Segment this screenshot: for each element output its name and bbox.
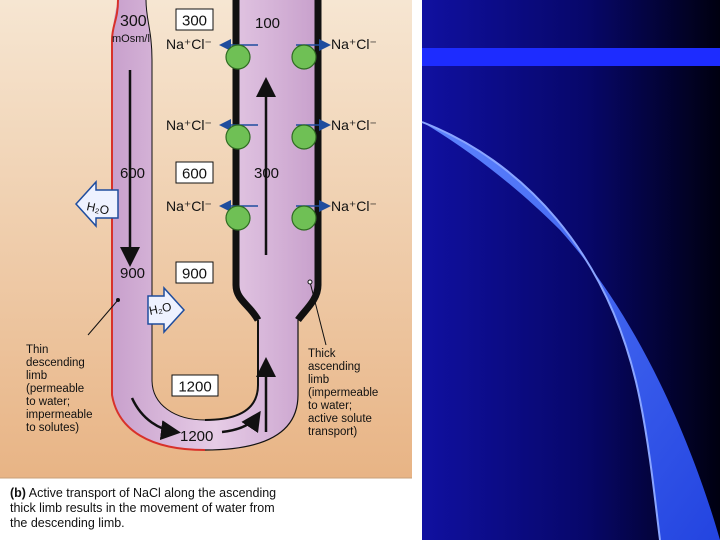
descending-label-900: 900 xyxy=(120,265,145,282)
nacl-label: Na⁺Cl⁻ xyxy=(331,117,377,133)
box-label-300: 300 xyxy=(182,13,207,30)
svg-text:limb: limb xyxy=(308,374,329,386)
caption-line: thick limb results in the movement of wa… xyxy=(10,501,275,515)
water-arrow-upper xyxy=(74,180,119,228)
loop-flow-arrow-left xyxy=(130,397,181,441)
pump-circle xyxy=(225,124,251,150)
nacl-label: Na⁺Cl⁻ xyxy=(166,198,212,214)
nacl-label: Na⁺Cl⁻ xyxy=(166,117,212,133)
box-label-900: 900 xyxy=(182,266,207,283)
svg-text:to water;: to water; xyxy=(26,396,70,408)
water-label-upper: H₂O xyxy=(85,199,110,217)
pump-circle xyxy=(291,44,317,70)
units-label: mOsm/l xyxy=(112,33,150,45)
osm-box-600 xyxy=(175,161,214,184)
slide-sweep-edge xyxy=(421,121,661,540)
svg-text:ascending: ascending xyxy=(308,361,360,373)
cortex-osm-label: 300 xyxy=(120,13,147,30)
caption-line: Active transport of NaCl along the ascen… xyxy=(28,486,277,500)
bottom-label-1200: 1200 xyxy=(180,428,213,445)
caption-area xyxy=(0,478,412,540)
svg-text:transport): transport) xyxy=(308,426,357,438)
osm-box-1200 xyxy=(171,374,219,397)
ascending-wall-outer xyxy=(295,0,322,323)
svg-text:limb: limb xyxy=(26,370,47,382)
svg-text:to water;: to water; xyxy=(308,400,352,412)
pump-circle xyxy=(291,205,317,231)
osm-box-900 xyxy=(175,261,214,284)
pumps xyxy=(219,39,331,231)
caption-tag: (b) xyxy=(10,486,26,500)
nacl-label: Na⁺Cl⁻ xyxy=(331,198,377,214)
thin-limb-pointer xyxy=(87,299,119,336)
box-label-600: 600 xyxy=(182,166,207,183)
figure-background xyxy=(0,0,412,478)
pump-circle xyxy=(291,124,317,150)
svg-text:(permeable: (permeable xyxy=(26,383,84,395)
figure-caption: (b) Active transport of NaCl along the a… xyxy=(10,486,310,531)
nacl-label: Na⁺Cl⁻ xyxy=(331,36,377,52)
water-label-lower: H₂O xyxy=(148,300,173,318)
svg-text:to solutes): to solutes) xyxy=(26,422,79,434)
box-label-1200: 1200 xyxy=(178,379,211,396)
pump-circle xyxy=(225,205,251,231)
thick-limb-label: Thick ascending limb (impermeable to wat… xyxy=(308,348,378,438)
svg-text:active solute: active solute xyxy=(308,413,372,425)
svg-text:Thin: Thin xyxy=(26,344,48,356)
svg-text:impermeable: impermeable xyxy=(26,409,92,421)
thick-limb-pointer xyxy=(309,281,327,346)
ascending-wall-inner xyxy=(232,0,262,322)
ascending-label-300: 300 xyxy=(254,165,279,182)
loop-flow-arrow-right xyxy=(221,410,261,434)
osm-box-300 xyxy=(175,8,214,31)
pump-circle xyxy=(225,44,251,70)
water-arrow-lower xyxy=(147,286,186,334)
ascending-label-100: 100 xyxy=(255,15,280,32)
svg-text:descending: descending xyxy=(26,357,85,369)
slide-sweep-shape xyxy=(422,122,720,540)
svg-text:Thick: Thick xyxy=(308,348,336,360)
descending-label-600: 600 xyxy=(120,165,145,182)
caption-line: the descending limb. xyxy=(10,516,125,530)
svg-text:(impermeable: (impermeable xyxy=(308,387,378,399)
slide-accent-bar xyxy=(422,48,720,66)
thin-limb-label: Thin descending limb (permeable to water… xyxy=(26,344,92,434)
nacl-label: Na⁺Cl⁻ xyxy=(166,36,212,52)
